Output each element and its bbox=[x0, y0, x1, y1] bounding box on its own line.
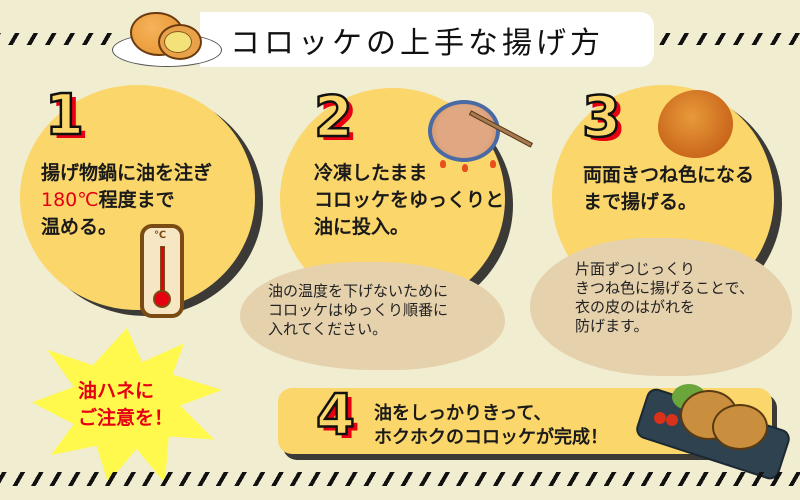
hazard-stripe-top-right bbox=[654, 33, 800, 45]
flame-icon bbox=[440, 160, 446, 168]
step-3-text: 両面きつね色になる まで揚げる。 bbox=[583, 164, 755, 213]
step-2-text: 冷凍したまま コロッケをゆっくりと 油に投入。 bbox=[314, 162, 505, 238]
hazard-stripe-bottom bbox=[0, 472, 800, 486]
step-3-tip-bubble bbox=[530, 238, 792, 376]
frying-pan-icon bbox=[428, 100, 500, 162]
step-4-text: 油をしっかりきって、 ホクホクのコロッケが完成！ bbox=[374, 403, 608, 448]
croquette-cut-icon bbox=[712, 404, 768, 450]
step-4-number: 4 bbox=[315, 383, 356, 448]
flame-icon bbox=[462, 164, 468, 172]
step-2-number: 2 bbox=[313, 85, 354, 150]
flame-icon bbox=[490, 160, 496, 168]
temperature-highlight: 180℃ bbox=[41, 189, 99, 211]
step-1-circle bbox=[20, 85, 255, 310]
thermometer-icon: ℃ bbox=[140, 224, 184, 318]
hazard-stripe-top-left bbox=[0, 33, 112, 45]
croquette-cut-icon bbox=[158, 24, 202, 60]
tomato-icon bbox=[654, 412, 666, 424]
step-3-tip-text: 片面ずつじっくり きつね色に揚げることで、 衣の皮のはがれを 防げます。 bbox=[575, 260, 754, 335]
warning-text: 油ハネに ご注意を！ bbox=[78, 380, 174, 429]
step-2-tip-bubble bbox=[240, 262, 505, 370]
tomato-icon bbox=[666, 414, 678, 426]
fried-croquette-icon bbox=[658, 90, 733, 158]
step-2-tip-text: 油の温度を下げないために コロッケはゆっくり順番に 入れてください。 bbox=[268, 282, 449, 338]
step-1-number: 1 bbox=[44, 83, 85, 148]
page-title: コロッケの上手な揚げ方 bbox=[230, 25, 604, 61]
step-1-text: 揚げ物鍋に油を注ぎ 180℃程度まで 温める。 bbox=[41, 162, 213, 238]
step-3-number: 3 bbox=[581, 85, 622, 150]
title-banner: コロッケの上手な揚げ方 bbox=[200, 12, 654, 67]
